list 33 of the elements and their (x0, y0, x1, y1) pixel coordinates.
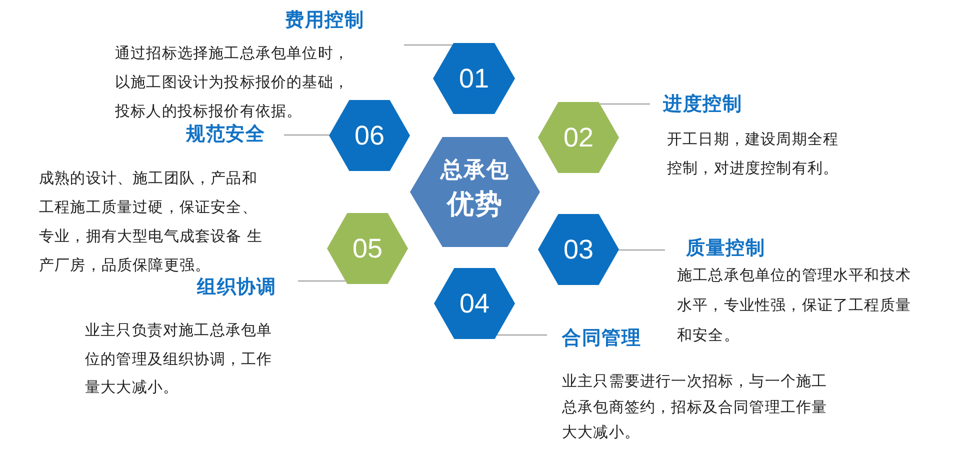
hexagon (329, 100, 410, 171)
step-number: 06 (354, 122, 385, 149)
description-text: 业主只需要进行一次招标，与一个施工总承包商签约，招标及合同管理工作量大大减小。 (562, 371, 828, 443)
description-text: 成熟的设计、施工团队，产品和工程施工质量过硬，保证安全、专业，拥有大型电气成套设备 生产厂房，品质保障更强。 (39, 168, 264, 276)
center-title: 总承包 (440, 159, 510, 184)
hexagon (538, 214, 619, 285)
description-text: 开工日期，建设周期全程控制，对进度控制有利。 (667, 128, 840, 178)
leader-line (618, 249, 665, 251)
hexagon (434, 268, 515, 339)
leader-line (284, 134, 330, 136)
description-text: 通过招标选择施工总承包单位时，以施工图设计为投标报价的基础，投标人的投标报价有依据。 (115, 42, 350, 122)
leader-line (497, 334, 547, 336)
hexagon (327, 213, 408, 284)
leader-line (298, 280, 346, 282)
hexagon (538, 102, 619, 173)
leader-line (404, 44, 452, 46)
section-heading: 质量控制 (686, 238, 766, 260)
section-heading: 组织协调 (197, 277, 276, 299)
section-heading: 进度控制 (663, 94, 742, 116)
step-number: 01 (458, 65, 490, 92)
step-number: 05 (352, 235, 383, 262)
section-heading: 规范安全 (186, 124, 266, 146)
description-text: 施工总承包单位的管理水平和技术水平，专业性强，保证了工程质量和安全。 (677, 265, 912, 346)
description-text: 业主只负责对施工总承包单位的管理及组织协调，工作量大大减小。 (85, 320, 274, 398)
step-number: 03 (563, 236, 594, 263)
section-heading: 费用控制 (285, 10, 364, 32)
step-number: 04 (459, 290, 490, 317)
section-heading: 合同管理 (562, 328, 642, 350)
center-title: 优势 (447, 190, 503, 220)
center-hexagon (410, 137, 540, 247)
step-number: 02 (563, 124, 594, 151)
leader-line (600, 103, 650, 105)
hexagon (433, 43, 515, 114)
